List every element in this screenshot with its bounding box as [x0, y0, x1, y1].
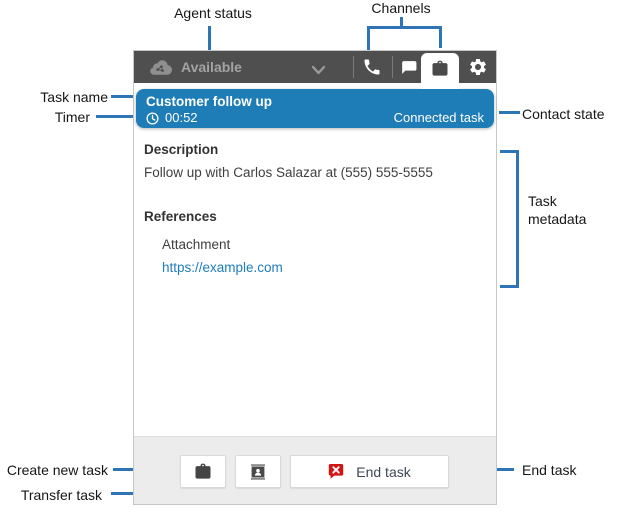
annotation-end-task: End task [522, 462, 577, 478]
phone-icon[interactable] [362, 57, 382, 77]
channels-connector-left-leg [367, 26, 370, 51]
task-name: Customer follow up [146, 94, 272, 109]
description-text: Follow up with Carlos Salazar at (555) 5… [144, 165, 433, 180]
task-header: Customer follow up 00:52 Connected task [136, 89, 494, 128]
annotation-task-name: Task name [40, 89, 108, 105]
cloud-network-icon [148, 58, 173, 76]
task-metadata-bracket-vertical [516, 150, 519, 288]
attachment-link[interactable]: https://example.com [162, 260, 283, 275]
annotation-create-new-task: Create new task [6, 462, 108, 478]
end-task-bubble-icon [328, 463, 345, 480]
topbar-divider [353, 56, 354, 78]
chat-icon[interactable] [399, 58, 418, 77]
task-metadata-bracket-bottom [500, 285, 519, 288]
annotation-timer: Timer [54, 109, 90, 125]
ccp-panel: Available [133, 50, 497, 505]
channels-connector-stem [400, 17, 403, 28]
agent-status-connector [208, 26, 211, 50]
gear-icon[interactable] [468, 57, 488, 77]
timer-connector [96, 115, 133, 118]
tab-tasks-channel[interactable] [421, 53, 459, 89]
contact-state-connector [499, 111, 520, 114]
task-timer: 00:52 [165, 110, 198, 125]
contact-state-value: Connected task [393, 110, 484, 125]
briefcase-icon [193, 462, 213, 482]
annotation-transfer-task: Transfer task [20, 487, 102, 503]
annotation-channels: Channels [371, 0, 431, 16]
agent-status-value[interactable]: Available [181, 59, 242, 75]
chevron-down-icon[interactable] [311, 62, 326, 75]
end-task-button[interactable]: End task [290, 455, 449, 488]
attachment-label: Attachment [162, 237, 231, 252]
clock-icon [146, 112, 159, 125]
transfer-contact-icon [248, 462, 268, 482]
annotation-contact-state: Contact state [522, 106, 605, 122]
topbar-divider [392, 56, 393, 78]
channels-connector-bar [367, 26, 442, 29]
create-new-task-button[interactable] [180, 455, 226, 488]
task-metadata-bracket-top [500, 150, 519, 153]
annotation-task-metadata: Task metadata [528, 193, 587, 228]
end-task-button-label: End task [356, 463, 411, 480]
description-heading: Description [144, 142, 219, 157]
briefcase-icon [430, 59, 450, 79]
annotation-agent-status: Agent status [174, 5, 252, 21]
references-heading: References [144, 209, 217, 224]
task-name-connector [111, 95, 133, 98]
transfer-task-button[interactable] [235, 455, 281, 488]
channels-connector-right-leg [439, 26, 442, 48]
